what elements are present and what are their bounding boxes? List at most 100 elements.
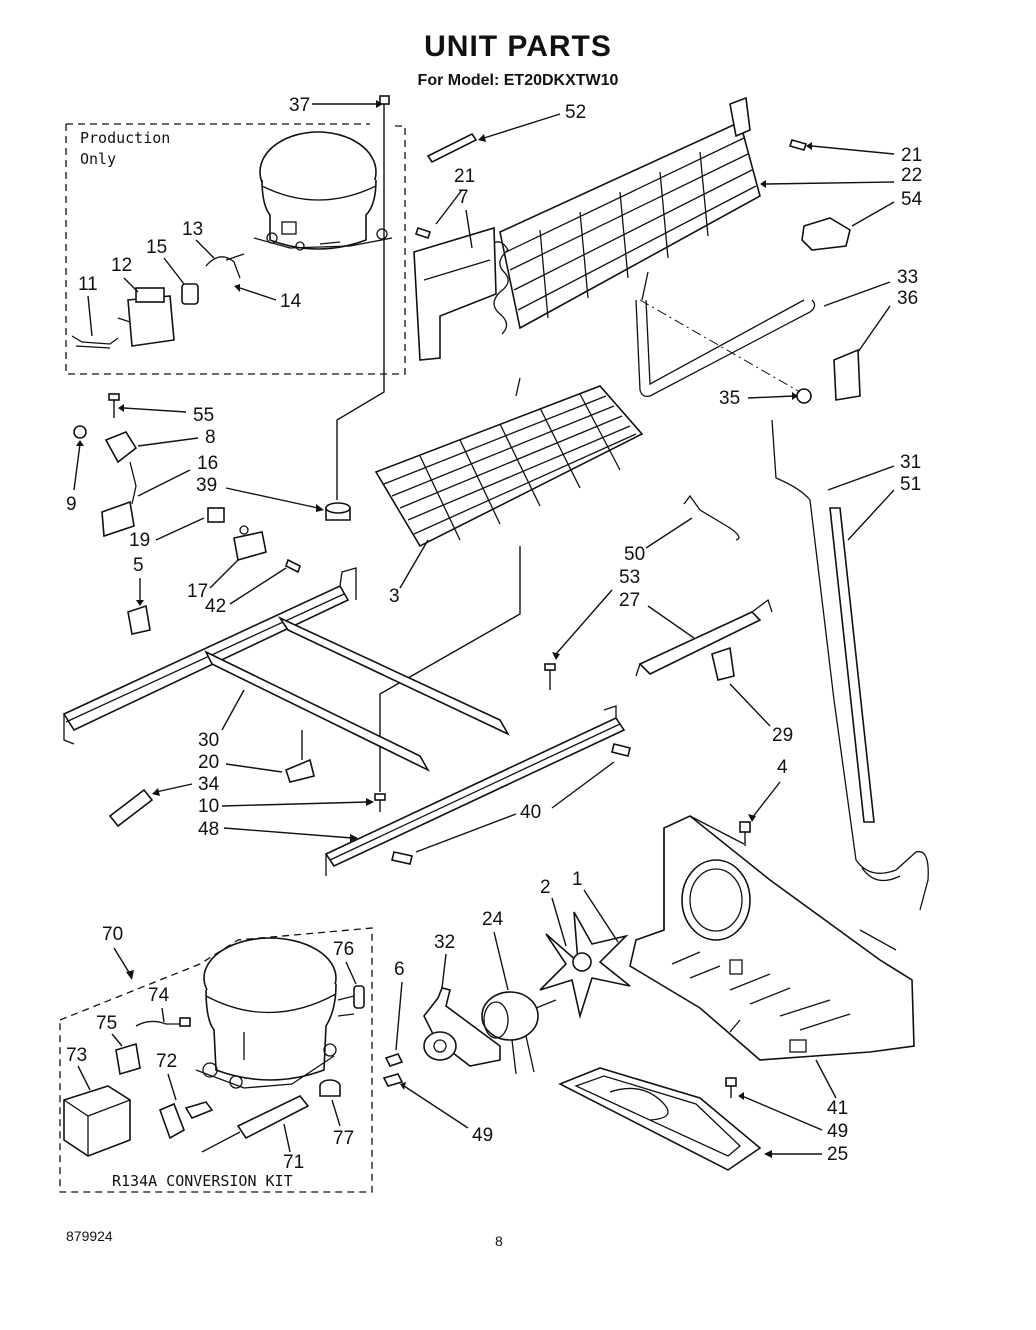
callout-8: 8 [205, 427, 216, 448]
callout-11: 11 [78, 274, 98, 295]
page-title: UNIT PARTS [424, 30, 612, 63]
callout-17: 17 [187, 581, 208, 602]
part-27-filter: 27 [619, 590, 773, 677]
callout-72: 72 [156, 1051, 177, 1072]
page-number: 8 [495, 1233, 503, 1249]
part-34-drier: 34 [108, 774, 220, 828]
callout-74: 74 [148, 985, 170, 1006]
part-49-screw-right: 49 [725, 1077, 848, 1142]
callout-33: 33 [897, 267, 918, 288]
part-12-relay [117, 287, 175, 347]
callout-71: 71 [283, 1152, 304, 1173]
part-53-screw: 53 [544, 567, 640, 690]
part-72-clip: 72 [156, 1051, 214, 1140]
callout-1: 1 [572, 869, 583, 890]
part-77-grommet: 77 [319, 1079, 354, 1149]
callout-7: 7 [458, 187, 469, 208]
part-73-cover: 73 [63, 1045, 131, 1157]
part-19-block: 19 [129, 507, 225, 551]
kit-compressor [195, 937, 355, 1089]
callout-54: 54 [901, 189, 923, 210]
callout-5: 5 [133, 555, 144, 576]
part-1-fan-blade: 1 [539, 869, 631, 1020]
callout-29: 29 [772, 725, 793, 746]
callout-31: 31 [900, 452, 921, 473]
part-21-screw-right: 21 [788, 139, 922, 166]
callout-35: 35 [719, 388, 740, 409]
part-29-bracket: 29 [711, 646, 793, 746]
callout-14: 14 [280, 291, 302, 312]
part-10-screw: 10 [198, 793, 386, 817]
callout-75: 75 [96, 1013, 117, 1034]
part-4-screw: 4 [739, 757, 788, 846]
callout-70: 70 [102, 924, 123, 945]
part-20-clip: 20 [198, 752, 315, 783]
callout-34: 34 [198, 774, 220, 795]
callout-50: 50 [624, 544, 645, 565]
callout-51: 51 [900, 474, 921, 495]
callout-19: 19 [129, 530, 150, 551]
conversion-kit-box: 70 R134A CONVERSION KIT [59, 924, 373, 1193]
part-36-clip: 36 [833, 288, 918, 401]
part-40-clips: 40 [391, 743, 631, 865]
part-50-wire: 50 [624, 494, 740, 565]
callout-49-left: 49 [472, 1125, 493, 1146]
model-subtitle: For Model: ET20DKXTW10 [417, 72, 619, 89]
part-3-evaporator: 3 [374, 377, 644, 607]
callout-16: 16 [197, 453, 218, 474]
kit-label: R134A CONVERSION KIT [112, 1172, 293, 1190]
callout-76: 76 [333, 939, 354, 960]
part-75-relay: 75 [96, 1013, 141, 1076]
part-33-drain-tube: 33 [635, 267, 918, 398]
part-22-condenser [489, 96, 761, 335]
part-7-bracket [413, 226, 497, 361]
part-49-screw-left: 49 [382, 1073, 493, 1146]
part-37-screw: 37 [289, 95, 390, 118]
callout-24: 24 [482, 909, 504, 930]
callout-53: 53 [619, 567, 640, 588]
part-42-screw: 42 [205, 558, 301, 617]
part-21-screw-left: 21 7 [414, 166, 475, 249]
part-54-block: 54 [801, 189, 923, 251]
callout-32: 32 [434, 932, 455, 953]
part-30-frame: 30 [62, 567, 510, 772]
part-13-wire [205, 253, 245, 279]
part-15-cap [181, 283, 199, 305]
part-17-switch: 17 [187, 525, 267, 602]
callout-20: 20 [198, 752, 219, 773]
part-71-drier: 71 [201, 1095, 310, 1173]
part-25-drain-pan: 25 [558, 1067, 848, 1171]
part-35-connector: 35 [719, 388, 812, 409]
part-16-harness: 16 [101, 453, 218, 538]
part-9-plug: 9 [66, 425, 87, 515]
callout-10: 10 [198, 796, 219, 817]
callout-52: 52 [565, 102, 586, 123]
callout-36: 36 [897, 288, 918, 309]
document-number: 879924 [66, 1228, 113, 1244]
callout-12: 12 [111, 255, 132, 276]
part-41-base-bracket: 41 [629, 815, 915, 1119]
part-5-clip: 5 [127, 555, 151, 635]
callout-6: 6 [394, 959, 405, 980]
callout-2: 2 [540, 877, 551, 898]
callout-9: 9 [66, 494, 77, 515]
part-76-grommet: 76 [333, 939, 365, 1009]
part-74-wire: 74 [135, 985, 191, 1027]
callout-4: 4 [777, 757, 788, 778]
callout-15: 15 [146, 237, 167, 258]
callout-27: 27 [619, 590, 640, 611]
callout-30: 30 [198, 730, 219, 751]
part-32-motor-bracket: 32 [423, 932, 501, 1067]
part-8-bracket: 8 [104, 427, 216, 464]
part-6-screw: 6 [384, 959, 405, 1067]
part-55-screw: 55 [108, 393, 214, 426]
callout-3: 3 [389, 586, 400, 607]
part-48-rail: 48 [198, 705, 626, 876]
callout-25: 25 [827, 1144, 848, 1165]
callout-40: 40 [520, 802, 541, 823]
callout-21-left: 21 [454, 166, 475, 187]
production-label-line1: Production [80, 129, 170, 147]
production-label-line2: Only [80, 150, 116, 168]
callout-49-right: 49 [827, 1121, 848, 1142]
